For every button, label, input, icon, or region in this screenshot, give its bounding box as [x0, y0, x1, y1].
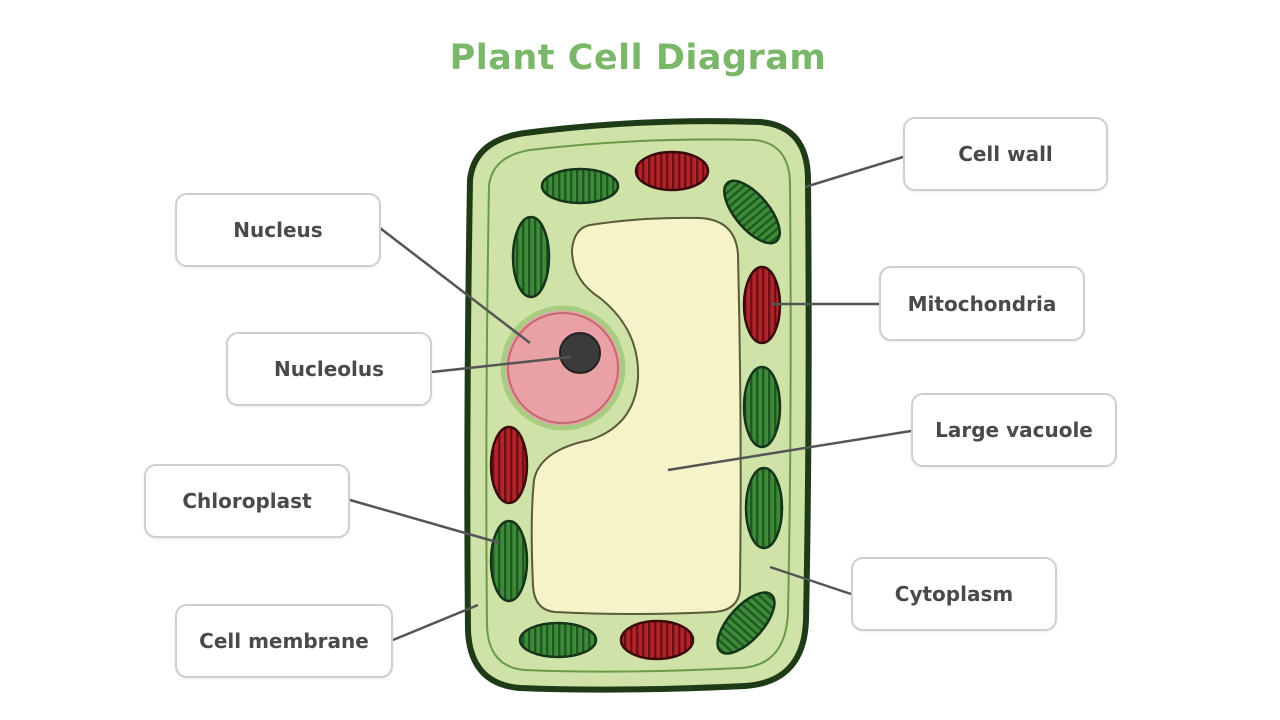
label-cytoplasm: Cytoplasm	[851, 557, 1057, 631]
chloroplast	[744, 367, 780, 447]
mitochondrion	[491, 427, 527, 503]
label-nucleus: Nucleus	[175, 193, 381, 267]
chloroplast	[491, 521, 527, 601]
label-cell-wall: Cell wall	[903, 117, 1108, 191]
nucleolus-shape	[560, 333, 600, 373]
label-large-vacuole: Large vacuole	[911, 393, 1117, 467]
nucleus-shape	[503, 308, 623, 428]
chloroplast	[746, 468, 782, 548]
label-cell-membrane: Cell membrane	[175, 604, 393, 678]
chloroplast	[542, 169, 618, 203]
mitochondrion	[636, 152, 708, 190]
label-nucleolus: Nucleolus	[226, 332, 432, 406]
label-chloroplast: Chloroplast	[144, 464, 350, 538]
label-mitochondria: Mitochondria	[879, 266, 1085, 341]
mitochondrion	[621, 621, 693, 659]
chloroplast	[520, 623, 596, 657]
leader-line-cell-wall	[805, 157, 903, 187]
chloroplast	[513, 217, 549, 297]
